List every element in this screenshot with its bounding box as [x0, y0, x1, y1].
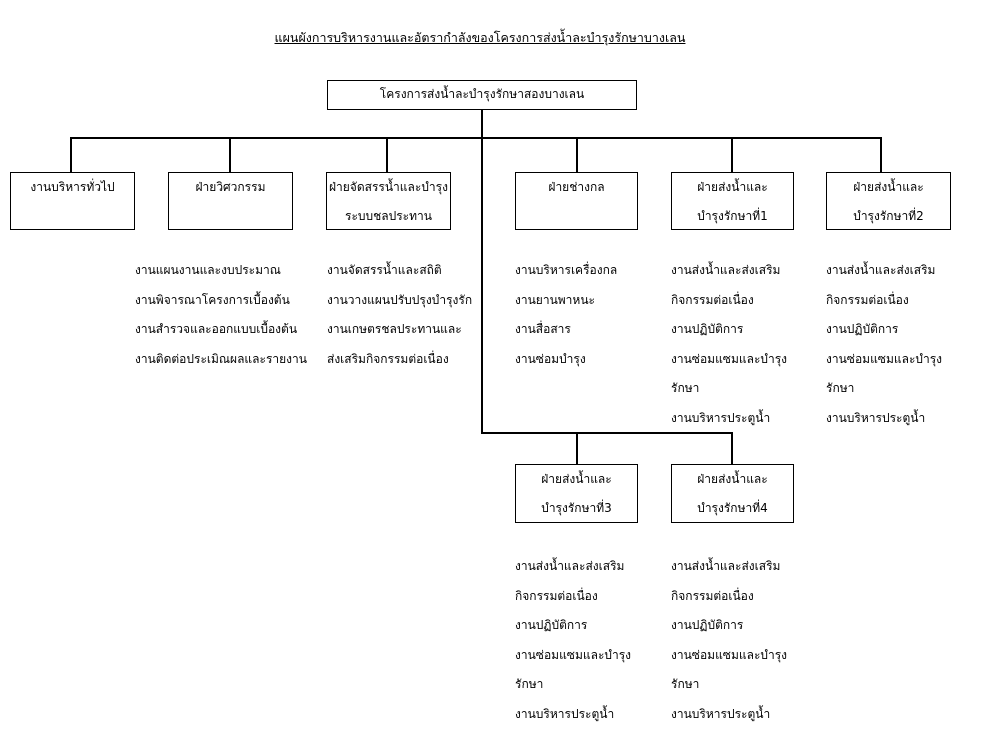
unit-box: ฝ่ายส่งน้ำและบำรุงรักษาที่4: [671, 464, 794, 523]
task-item: งานซ่อมแซมและบำรุง: [671, 351, 788, 366]
chart-title: แผนผังการบริหารงานและอัตรากำลังของโครงกา…: [274, 30, 686, 45]
unit-name-line: ระบบชลประทาน: [345, 209, 432, 223]
unit-box: ฝ่ายส่งน้ำและบำรุงรักษาที่3: [515, 464, 638, 523]
unit-name-line: ฝ่ายวิศวกรรม: [195, 180, 266, 194]
task-list: งานส่งน้ำและส่งเสริมกิจกรรมต่อเนื่องงานป…: [671, 256, 787, 433]
task-item: รักษา: [826, 381, 855, 395]
unit-name-line: บำรุงรักษาที่3: [541, 501, 612, 515]
task-list: งานส่งน้ำและส่งเสริมกิจกรรมต่อเนื่องงานป…: [671, 552, 787, 729]
task-item: กิจกรรมต่อเนื่อง: [515, 588, 598, 603]
task-list: งานจัดสรรน้ำและสถิติงานวางแผนปรับปรุงบำร…: [327, 256, 472, 374]
task-item: งานยานพาหนะ: [515, 292, 595, 307]
task-item: งานจัดสรรน้ำและสถิติ: [327, 263, 442, 277]
unit-name-line: ฝ่ายช่างกล: [548, 180, 605, 194]
task-list: งานบริหารเครื่องกลงานยานพาหนะงานสื่อสารง…: [515, 256, 617, 374]
connector: [481, 110, 483, 433]
connector: [229, 137, 231, 172]
task-item: งานบริหารเครื่องกล: [515, 263, 618, 277]
unit-name-line: ฝ่ายส่งน้ำและ: [697, 472, 768, 486]
task-item: งานบริหารประตูน้ำ: [515, 706, 615, 721]
task-item: งานซ่อมบำรุง: [515, 351, 586, 366]
task-item: งานบริหารประตูน้ำ: [671, 410, 771, 425]
unit-name-line: ฝ่ายส่งน้ำและ: [697, 180, 768, 194]
unit-box: ฝ่ายส่งน้ำและบำรุงรักษาที่1: [671, 172, 794, 230]
unit-box: ฝ่ายส่งน้ำและบำรุงรักษาที่2: [826, 172, 951, 230]
task-item: งานพิจารณาโครงการเบื้องต้น: [135, 292, 290, 307]
unit-name-line: บำรุงรักษาที่2: [853, 209, 924, 223]
unit-box: ฝ่ายจัดสรรน้ำและบำรุงระบบชลประทาน: [326, 172, 451, 230]
unit-name-line: งานบริหารทั่วไป: [30, 180, 115, 194]
task-item: รักษา: [671, 381, 700, 395]
root-box: โครงการส่งน้ำละบำรุงรักษาสองบางเลน: [327, 80, 637, 110]
unit-box: งานบริหารทั่วไป: [10, 172, 135, 230]
task-item: งานแผนงานและงบประมาณ: [135, 263, 281, 277]
unit-name-line: ฝ่ายส่งน้ำและ: [853, 180, 924, 194]
task-item: งานสำรวจและออกแบบเบื้องต้น: [135, 322, 298, 336]
task-item: กิจกรรมต่อเนื่อง: [826, 292, 909, 307]
task-item: กิจกรรมต่อเนื่อง: [671, 588, 754, 603]
connector: [576, 432, 578, 464]
task-item: งานปฏิบัติการ: [826, 322, 899, 336]
unit-box: ฝ่ายช่างกล: [515, 172, 638, 230]
task-item: งานปฏิบัติการ: [671, 618, 744, 632]
task-item: งานปฏิบัติการ: [515, 618, 588, 632]
task-item: งานส่งน้ำและส่งเสริม: [515, 559, 625, 573]
connector: [731, 137, 733, 172]
task-item: งานบริหารประตูน้ำ: [826, 410, 926, 425]
task-item: งานส่งน้ำและส่งเสริม: [671, 559, 781, 573]
unit-name-line: ฝ่ายส่งน้ำและ: [541, 472, 612, 486]
task-item: งานติดต่อประเมิณผลและรายงาน: [135, 351, 307, 366]
task-item: รักษา: [515, 677, 544, 691]
task-item: งานสื่อสาร: [515, 322, 571, 336]
task-item: งานบริหารประตูน้ำ: [671, 706, 771, 721]
task-list: งานแผนงานและงบประมาณงานพิจารณาโครงการเบื…: [135, 256, 307, 374]
task-item: งานซ่อมแซมและบำรุง: [671, 647, 788, 662]
connector: [386, 137, 388, 172]
connector: [576, 137, 578, 172]
unit-box: ฝ่ายวิศวกรรม: [168, 172, 293, 230]
unit-name-line: บำรุงรักษาที่4: [697, 501, 768, 515]
task-item: รักษา: [671, 677, 700, 691]
task-item: กิจกรรมต่อเนื่อง: [671, 292, 754, 307]
task-item: งานซ่อมแซมและบำรุง: [515, 647, 632, 662]
connector: [731, 432, 733, 464]
task-item: งานส่งน้ำและส่งเสริม: [671, 263, 781, 277]
connector: [481, 432, 733, 434]
task-list: งานส่งน้ำและส่งเสริมกิจกรรมต่อเนื่องงานป…: [515, 552, 631, 729]
task-item: งานปฏิบัติการ: [671, 322, 744, 336]
task-item: งานซ่อมแซมและบำรุง: [826, 351, 943, 366]
unit-name-line: ฝ่ายจัดสรรน้ำและบำรุง: [329, 180, 448, 194]
connector: [70, 137, 882, 139]
task-item: งานเกษตรชลประทานและ: [327, 322, 462, 336]
connector: [880, 137, 882, 172]
task-item: งานส่งน้ำและส่งเสริม: [826, 263, 936, 277]
task-list: งานส่งน้ำและส่งเสริมกิจกรรมต่อเนื่องงานป…: [826, 256, 942, 433]
connector: [70, 137, 72, 172]
task-item: ส่งเสริมกิจกรรมต่อเนื่อง: [327, 351, 449, 366]
task-item: งานวางแผนปรับปรุงบำรุงรัก: [327, 292, 473, 307]
unit-name-line: บำรุงรักษาที่1: [697, 209, 768, 223]
